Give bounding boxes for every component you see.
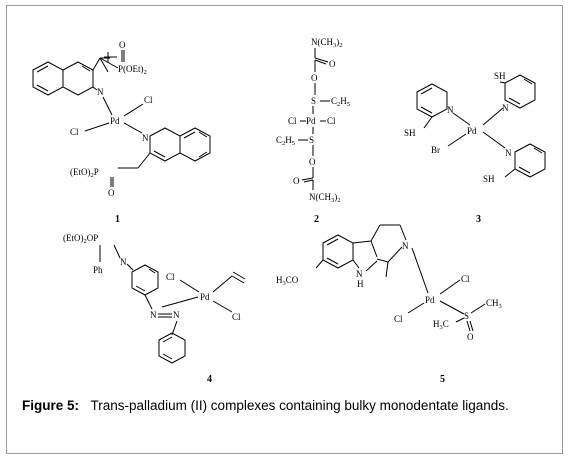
atom-s2-top: S [311, 96, 316, 106]
atom-cl2-left: Cl [288, 116, 297, 126]
compound-number-2: 2 [314, 214, 319, 225]
atom-p4: (EtO)2OP [63, 233, 98, 245]
atom-s2-bottom: S [309, 135, 314, 145]
atom-sh3-3: SH [483, 174, 495, 184]
atom-o2-3: O [309, 157, 316, 167]
atom-pd-3: Pd [467, 126, 477, 136]
atom-n1: N [97, 87, 104, 97]
atom-n2: N [142, 133, 149, 143]
atom-pd-5: Pd [425, 295, 435, 305]
atom-cl2-right: Cl [327, 116, 336, 126]
atom-meo5: H3CO [276, 275, 299, 287]
atom-et-bottom: C2H5 [276, 135, 295, 147]
atom-n5: N [402, 241, 409, 251]
atom-o2-1: O [329, 59, 336, 69]
atom-o2-2: O [311, 73, 318, 83]
compound-2: N(CH3)2 O O S C2H5 Cl Pd Cl S C2H5 O O N… [276, 37, 350, 225]
figure-caption: Figure 5: Trans-palladium (II) complexes… [22, 397, 554, 414]
compound-number-3: 3 [476, 214, 481, 225]
compound-1: N P(OEt)2 O Pd Cl Cl N (EtO)2P O 1 [32, 40, 211, 225]
atom-cl4-2: Cl [232, 312, 241, 322]
compound-number-4: 4 [207, 374, 212, 385]
compound-4: (EtO)2OP N Ph N N Pd Cl Cl 4 [63, 233, 246, 385]
atom-h5: H [357, 279, 364, 289]
atom-p-top: P(OEt)2 [118, 64, 147, 76]
atom-cl4-1: Cl [166, 272, 175, 282]
compound-3: SH N N SH Pd Br N SH 3 [404, 71, 546, 225]
atom-n5-nh: N [356, 269, 363, 279]
atom-o-top: O [119, 40, 126, 50]
atom-nme-bottom: N(CH3)2 [309, 192, 341, 204]
atom-cl5-1: Cl [461, 274, 470, 284]
compound-number-5: 5 [440, 374, 445, 385]
atom-p-bottom: (EtO)2P [70, 167, 99, 179]
atom-n4-1: N [120, 257, 127, 267]
atom-n3-2: N [447, 105, 454, 115]
atom-sh3-1: SH [494, 71, 506, 81]
atom-cl-1a: Cl [144, 95, 153, 105]
atom-s5: S [464, 311, 469, 321]
compound-number-1: 1 [115, 214, 120, 225]
atom-n3-3: N [505, 148, 512, 158]
atom-ph4: Ph [93, 265, 103, 275]
compound-5: N H N H3CO Pd Cl Cl S CH3 H3C O 5 [276, 224, 502, 385]
atom-nme-top: N(CH3)2 [311, 37, 343, 49]
atom-br3: Br [431, 145, 440, 155]
atom-h3c-5: H3C [433, 319, 449, 331]
atom-cl-1b: Cl [70, 127, 79, 137]
atom-n4-3: N [173, 310, 180, 320]
atom-sh3-2: SH [404, 128, 416, 138]
atom-pd-2: Pd [306, 116, 316, 126]
atom-o2-4: O [293, 176, 300, 186]
atom-ch3-5: CH3 [486, 298, 502, 310]
atom-o-bottom: O [108, 188, 115, 198]
figure-frame [6, 5, 563, 454]
figure-label: Figure 5: [22, 398, 80, 413]
atom-cl5-2: Cl [394, 314, 403, 324]
atom-et-top: C2H5 [331, 96, 350, 108]
atom-pd-1: Pd [110, 116, 120, 126]
atom-pd-4: Pd [200, 292, 210, 302]
atom-n3-1: N [502, 103, 509, 113]
atom-o5: O [467, 332, 474, 342]
atom-n4-2: N [150, 310, 157, 320]
figure-caption-text: Trans-palladium (II) complexes containin… [90, 398, 509, 413]
